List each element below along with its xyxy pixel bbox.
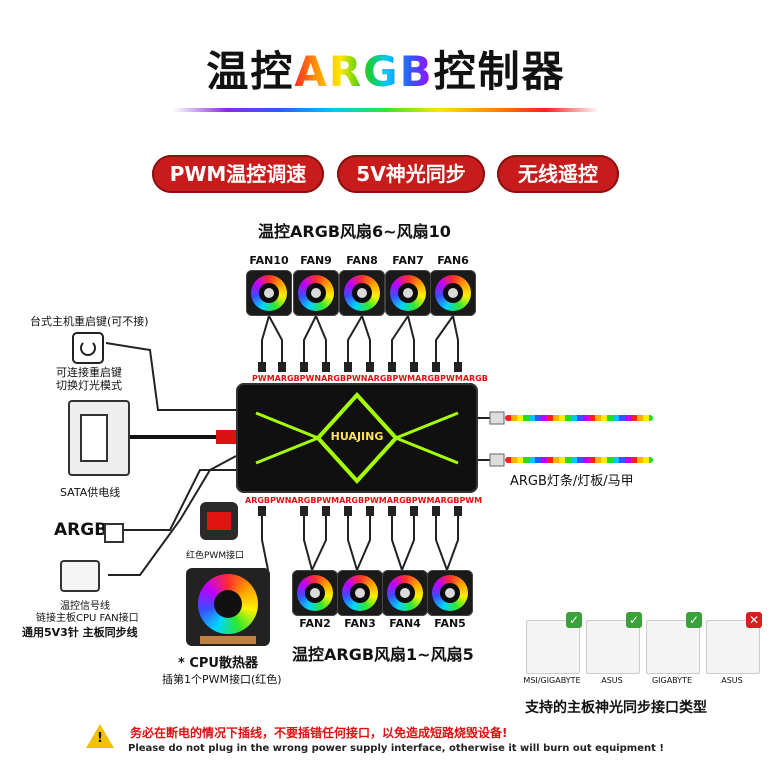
bottom-fan-group-label: 温控ARGB风扇1~风扇5 — [292, 645, 474, 664]
board-name-2: ASUS — [601, 676, 623, 685]
argb-strip-label: ARGB灯条/灯板/马甲 — [510, 474, 634, 489]
signal-label-2: 链接主板CPU FAN接口 — [36, 613, 139, 624]
red-pwm-port-icon — [200, 502, 238, 540]
rainbow-divider — [173, 108, 599, 112]
feature-badge-pwm: PWM温控调速 — [152, 155, 324, 193]
bottom-port-7: ARGB — [386, 496, 412, 505]
warning-en: Please do not plug in the wrong power su… — [128, 743, 664, 754]
fan-label-5: FAN5 — [434, 617, 466, 630]
red-pwm-label: 红色PWM接口 — [186, 551, 245, 561]
hub-brand: HUAJING — [330, 430, 384, 443]
signal-label-3: 通用5V3针 主板同步线 — [22, 626, 138, 639]
feature-badge-sync: 5V神光同步 — [337, 155, 485, 193]
warning-icon — [86, 724, 114, 748]
close-icon: ✕ — [746, 612, 762, 628]
check-icon: ✓ — [626, 612, 642, 628]
top-port-2: ARGB — [274, 374, 300, 383]
top-port-4: ARGB — [321, 374, 347, 383]
reset-button-icon — [72, 332, 104, 364]
fan-label-9: FAN9 — [300, 254, 332, 267]
board-name-1: MSI/GIGABYTE — [523, 676, 581, 685]
bottom-port-1: ARGB — [245, 496, 271, 505]
fan-label-4: FAN4 — [389, 617, 421, 630]
bottom-port-3: ARGB — [291, 496, 317, 505]
top-port-8: ARGB — [415, 374, 441, 383]
board-card-asus-1 — [586, 620, 640, 674]
reset-desc-1: 可连接重启键 — [56, 366, 122, 379]
top-port-labels: PWM ARGB PWN ARGB PWN ARGB PWM ARGB PWM … — [252, 374, 488, 383]
top-port-6: ARGB — [367, 374, 393, 383]
fan-label-8: FAN8 — [346, 254, 378, 267]
argb-strip-1 — [505, 415, 653, 421]
reset-title: 台式主机重启键(可不接) — [30, 315, 149, 328]
top-port-5: PWN — [346, 374, 368, 383]
cpu-cooler-label: * CPU散热器 — [178, 656, 258, 671]
fan-6-icon — [430, 270, 476, 316]
fan-8-icon — [339, 270, 385, 316]
cpu-cooler-note: 插第1个PWM接口(红色) — [162, 673, 282, 686]
fan-4-icon — [382, 570, 428, 616]
board-card-gigabyte — [646, 620, 700, 674]
cpu-fan-header-icon — [60, 560, 100, 592]
top-fan-group-label: 温控ARGB风扇6~风扇10 — [258, 222, 451, 241]
bottom-port-10: PWM — [459, 496, 483, 505]
bottom-port-6: PWM — [364, 496, 387, 505]
controller-hub: HUAJING — [236, 383, 478, 493]
fan-3-icon — [337, 570, 383, 616]
top-port-9: PWM — [440, 374, 463, 383]
argb-cable-label: ARGB — [54, 520, 108, 540]
board-section-title: 支持的主板神光同步接口类型 — [525, 700, 707, 716]
warning-cn: 务必在断电的情况下插线，不要插错任何接口，以免造成短路烧毁设备! — [130, 726, 508, 740]
top-port-3: PWN — [299, 374, 322, 383]
hub-logo-icon — [255, 392, 459, 484]
reset-desc-2: 切换灯光模式 — [56, 379, 122, 392]
bottom-port-labels: ARGB PWN ARGB PWM ARGB PWM ARGB PWM ARGB… — [245, 496, 482, 505]
page-title: 温控ARGB控制器 — [0, 38, 772, 99]
title-part-1: 温控 — [206, 47, 295, 96]
bottom-port-8: PWM — [411, 496, 435, 505]
top-port-7: PWM — [392, 374, 416, 383]
top-port-10: ARGB — [462, 374, 488, 383]
fan-label-3: FAN3 — [344, 617, 376, 630]
fan-label-10: FAN10 — [249, 254, 289, 267]
fan-label-7: FAN7 — [392, 254, 424, 267]
title-part-3: 控制器 — [433, 47, 566, 96]
bottom-port-4: PWM — [316, 496, 340, 505]
fan-10-icon — [246, 270, 292, 316]
bottom-port-2: PWN — [270, 496, 292, 505]
argb-strip-2 — [505, 457, 653, 463]
check-icon: ✓ — [686, 612, 702, 628]
fan-label-2: FAN2 — [299, 617, 331, 630]
board-card-asus-2 — [706, 620, 760, 674]
cpu-cooler-icon — [186, 568, 270, 646]
sata-connector-icon — [68, 400, 130, 476]
bottom-port-5: ARGB — [339, 496, 365, 505]
warning-exclamation: ! — [97, 731, 103, 746]
fan-label-6: FAN6 — [437, 254, 469, 267]
fan-9-icon — [293, 270, 339, 316]
title-part-rgb: ARGB — [294, 47, 434, 96]
signal-label-1: 温控信号线 — [60, 601, 110, 612]
sata-label: SATA供电线 — [60, 486, 121, 499]
feature-badge-remote: 无线遥控 — [497, 155, 619, 193]
fan-2-icon — [292, 570, 338, 616]
fan-5-icon — [427, 570, 473, 616]
top-port-1: PWM — [252, 374, 275, 383]
board-card-msi — [526, 620, 580, 674]
board-name-3: GIGABYTE — [651, 676, 693, 685]
check-icon: ✓ — [566, 612, 582, 628]
board-name-4: ASUS — [721, 676, 743, 685]
argb-plug-icon — [104, 523, 124, 543]
fan-7-icon — [385, 270, 431, 316]
bottom-port-9: ARGB — [434, 496, 460, 505]
